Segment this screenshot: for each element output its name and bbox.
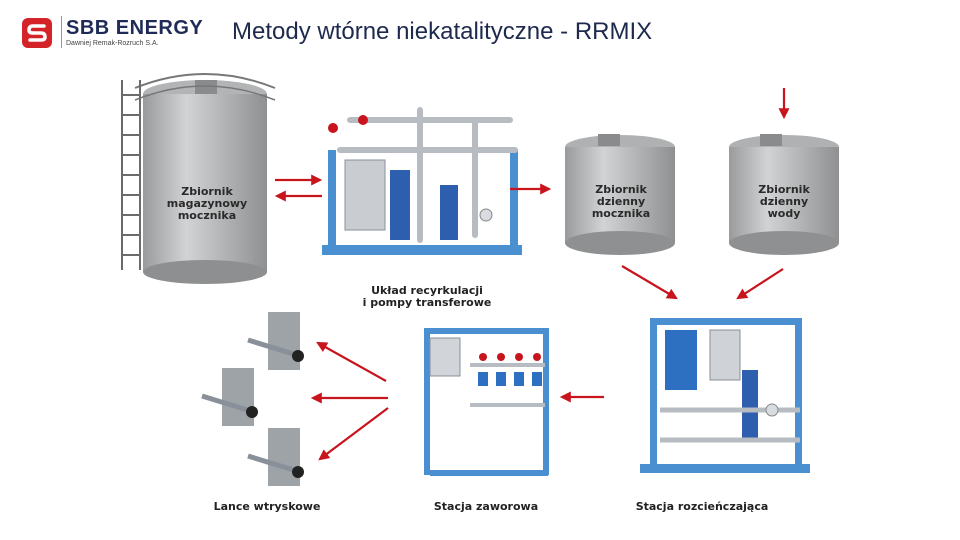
dilution-station-label: Stacja rozcieńczająca — [635, 500, 769, 513]
daily-water-tank — [729, 134, 839, 255]
recirculation-label-line-2: i pompy transferowe — [362, 296, 492, 309]
storage-tank-label-line-3: mocznika — [177, 209, 237, 222]
recirculation-label: Układ recyrkulacji i pompy transferowe — [352, 285, 502, 309]
storage-tank-label-line-1: Zbiornik — [181, 185, 233, 198]
daily-water-tank-label-line-3: wody — [767, 207, 801, 220]
daily-urea-tank — [565, 134, 675, 255]
arrow-water-to-dilution — [736, 268, 784, 300]
page-title: Metody wtórne niekatalityczne - RRMIX — [232, 18, 653, 45]
daily-urea-tank-label-line-2: dzienny — [596, 195, 646, 208]
daily-water-tank-label: Zbiornik dzienny wody — [740, 184, 828, 220]
arrow-to-lance-3 — [318, 407, 389, 461]
logo-icon — [22, 18, 52, 48]
injection-lances — [201, 312, 304, 486]
logo-divider — [61, 16, 62, 48]
daily-water-tank-label-line-2: dzienny — [759, 195, 809, 208]
storage-tank-label: Zbiornik magazynowy mocznika — [160, 186, 254, 222]
daily-water-tank-label-line-1: Zbiornik — [758, 183, 810, 196]
arrow-to-lance-1 — [316, 341, 387, 382]
arrow-urea-to-dilution — [621, 265, 678, 300]
storage-tank — [121, 73, 276, 284]
recirculation-label-line-1: Układ recyrkulacji — [371, 284, 483, 297]
flow-arrows — [274, 88, 790, 461]
daily-urea-tank-label-line-1: Zbiornik — [595, 183, 647, 196]
injection-lances-label: Lance wtryskowe — [213, 500, 321, 513]
valve-station — [424, 328, 549, 476]
dilution-station — [640, 318, 810, 473]
logo-subtitle: Dawniej Remak-Rozruch S.A. — [66, 40, 159, 47]
storage-tank-label-line-2: magazynowy — [166, 197, 248, 210]
daily-urea-tank-label: Zbiornik dzienny mocznika — [577, 184, 665, 220]
logo-text: SBB ENERGY — [66, 17, 204, 39]
daily-urea-tank-label-line-3: mocznika — [591, 207, 651, 220]
valve-station-label: Stacja zaworowa — [433, 500, 539, 513]
recirculation-skid — [322, 107, 522, 255]
